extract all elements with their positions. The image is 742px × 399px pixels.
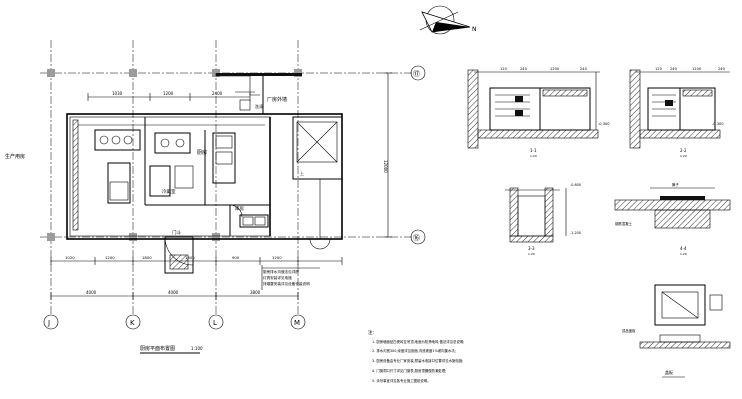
dim-top-1: 1030 (112, 91, 123, 96)
svg-text:240: 240 (580, 67, 588, 71)
dim-seg: 1020 (65, 255, 75, 260)
work-table (107, 162, 131, 204)
callout-note: 灯具安装详见电施 (263, 275, 292, 280)
svg-text:⑰: ⑰ (413, 70, 420, 78)
svg-text:-0.300: -0.300 (712, 122, 724, 126)
dim-top-2: 1200 (163, 91, 174, 96)
column (47, 69, 55, 77)
svg-text:L: L (213, 319, 217, 327)
column (129, 69, 137, 77)
axis-bubble-17: ⑰ (410, 65, 426, 81)
sink-unit (239, 214, 269, 228)
svg-text:K: K (130, 319, 135, 327)
axis-bubble-16: ⑯ (410, 229, 426, 245)
label-factory-wall: 厂房外墙 (267, 96, 287, 103)
label-stair-up: 上 (300, 170, 304, 176)
svg-text:⑯: ⑯ (413, 234, 420, 242)
general-notes: 注: 1. 厨房墙面贴白瓷砖至吊顶,地面为防滑地砖,做法详见总说明; 2. 排水… (368, 329, 464, 383)
compass-icon: N (419, 5, 477, 35)
svg-text:3-3: 3-3 (528, 246, 535, 251)
dim-seg: 1800 (185, 255, 195, 260)
shaft-box (296, 121, 338, 163)
svg-text:120: 120 (655, 67, 663, 71)
svg-text:1:20: 1:20 (680, 252, 687, 256)
notes-heading: 注: (368, 329, 374, 336)
dim-axis: 3800 (250, 290, 261, 295)
prep-counter (154, 132, 191, 154)
wash-counter (212, 132, 236, 184)
column (129, 233, 137, 241)
dim-seg: 900 (232, 255, 240, 260)
svg-text:1:20: 1:20 (530, 154, 537, 158)
cold-cabinet (149, 165, 171, 197)
compass-label: N (472, 26, 477, 33)
axis-bubble-j: J (43, 314, 59, 330)
svg-text:2-2: 2-2 (680, 148, 687, 153)
section-detail-4: 箅子 钢筋混凝土 4-4 1:20 (614, 182, 731, 256)
svg-text:1200: 1200 (550, 67, 560, 71)
callout-note: 厨房排水沟做法见详图 (263, 269, 299, 274)
svg-text:1:20: 1:20 (680, 154, 687, 158)
label-kitchen: 厨房 (197, 149, 207, 156)
entrance-vestibule (164, 236, 194, 274)
dim-seg: 1200 (272, 255, 282, 260)
note-line: 2. 排水沟宽300,深度详见剖面,沟底坡度1%坡向集水坑; (372, 348, 456, 353)
axis-bubble-l: L (208, 314, 224, 330)
main-floor-plan: 生产用房 厨房 冷藏室 库房 门斗 厂房外墙 洗涤 上 1030 1200 24… (5, 40, 426, 354)
svg-text:M: M (294, 319, 300, 327)
svg-text:-0.300: -0.300 (598, 122, 610, 126)
section-detail-2: 120 240 1200 240 -0.300 2-2 1:20 (629, 67, 730, 158)
svg-text:钢筋混凝土: 钢筋混凝土 (615, 221, 633, 226)
callout-note: 排烟罩安装详见设备安装说明 (263, 281, 310, 286)
svg-text:-0.600: -0.600 (570, 183, 581, 187)
dim-seg: 1800 (142, 255, 152, 260)
column (47, 233, 55, 241)
plan-caption: 厨房平面布置图 (140, 345, 175, 352)
dim-top-3: 2400 (212, 91, 223, 96)
svg-text:1200: 1200 (692, 67, 702, 71)
svg-text:-1.200: -1.200 (570, 231, 581, 235)
stair-room (292, 116, 343, 180)
plan-caption-scale: 1:100 (191, 346, 203, 351)
section-detail-3: -0.600 -1.200 3-3 1:20 (505, 183, 581, 256)
note-line: 5. 未尽事宜详见各专业施工图纸说明。 (372, 378, 431, 383)
label-storage: 库房 (235, 205, 244, 212)
svg-text:4-4: 4-4 (680, 246, 687, 251)
dim-seg: 1200 (105, 255, 115, 260)
label-cold-room: 冷藏室 (162, 188, 176, 195)
column (212, 233, 220, 241)
svg-text:240: 240 (520, 67, 528, 71)
note-line: 3. 厨房设备由专业厂家安装,预留水电接口位置详见水施电施; (372, 358, 463, 363)
drain-ditch (72, 119, 79, 231)
dim-axis: 4000 (86, 290, 97, 295)
note-line: 1. 厨房墙面贴白瓷砖至吊顶,地面为防滑地砖,做法详见总说明; (372, 339, 464, 344)
svg-text:箅子: 箅子 (672, 182, 679, 187)
svg-text:120: 120 (500, 67, 508, 71)
detail-caption: 盖板 (665, 369, 673, 375)
label-vestibule: 门斗 (172, 229, 181, 236)
cover-plate-detail: 成品盖板 盖板 (622, 284, 731, 378)
axis-bubble-k: K (125, 314, 141, 330)
stove-counter (94, 129, 141, 151)
dim-axis: 4000 (168, 290, 179, 295)
svg-text:240: 240 (718, 67, 726, 71)
dim-right: 12000 (383, 160, 388, 173)
label-washing: 洗涤 (255, 103, 263, 109)
section-detail-1: 120 240 1200 240 -0.300 1-1 1:20 (467, 67, 610, 158)
svg-text:J: J (47, 319, 50, 327)
note-line: 4. 门窗洞口尺寸详见门窗表,厨房顶棚做防潮处理; (372, 368, 446, 373)
axis-bubble-m: M (290, 314, 306, 330)
svg-text:1-1: 1-1 (530, 148, 537, 153)
label-production-room: 生产用房 (5, 153, 25, 160)
svg-text:成品盖板: 成品盖板 (622, 328, 636, 333)
svg-text:1:20: 1:20 (528, 252, 535, 256)
svg-text:240: 240 (670, 67, 678, 71)
